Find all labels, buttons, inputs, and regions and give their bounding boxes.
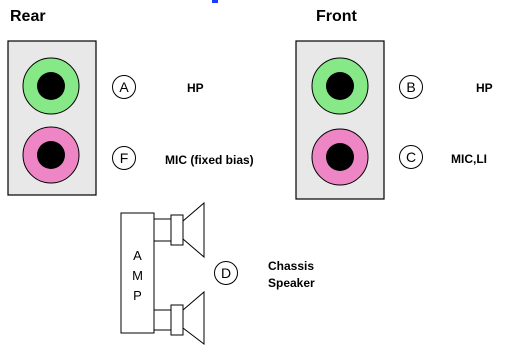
svg-text:A: A xyxy=(119,79,129,95)
front-mic-jack xyxy=(311,128,369,186)
amp-letter-m: M xyxy=(132,268,143,283)
lower-speaker-icon xyxy=(153,290,205,346)
amp-letter-a: A xyxy=(133,248,142,263)
amp-letter-p: P xyxy=(133,288,142,303)
front-panel xyxy=(295,40,385,200)
callout-c-label: MIC,LI xyxy=(451,152,487,166)
callout-c: C xyxy=(399,145,423,169)
callout-d-label-line2: Speaker xyxy=(268,276,315,290)
svg-text:F: F xyxy=(120,150,129,166)
upper-speaker-icon xyxy=(153,201,205,259)
blue-mark xyxy=(212,0,218,3)
svg-text:B: B xyxy=(406,79,415,95)
callout-b: B xyxy=(399,75,423,99)
front-headphone-jack xyxy=(311,57,369,115)
front-heading: Front xyxy=(316,8,358,25)
rear-headphone-jack xyxy=(22,57,80,115)
callout-a-label: HP xyxy=(187,81,204,95)
rear-mic-jack xyxy=(22,126,80,184)
amp-box: A M P xyxy=(120,212,155,334)
callout-b-label: HP xyxy=(476,81,493,95)
svg-text:D: D xyxy=(221,265,231,281)
rear-heading: Rear xyxy=(10,8,46,25)
callout-a: A xyxy=(112,75,136,99)
rear-panel xyxy=(7,40,97,196)
callout-d: D xyxy=(214,261,238,285)
callout-d-label-line1: Chassis xyxy=(268,259,314,273)
svg-text:C: C xyxy=(406,149,416,165)
callout-f: F xyxy=(112,146,136,170)
callout-f-label: MIC (fixed bias) xyxy=(165,153,254,167)
